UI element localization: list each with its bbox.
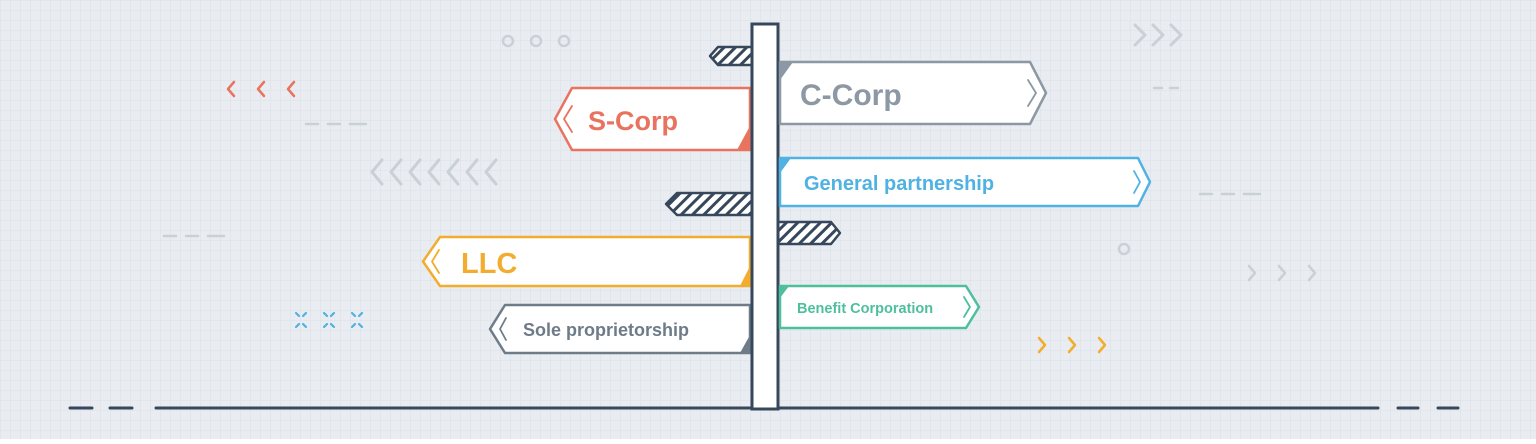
chevron-left-icon xyxy=(465,158,479,186)
circle-icon xyxy=(501,34,515,48)
chevron-left-icon xyxy=(226,80,236,98)
x-mark-icon xyxy=(322,311,336,329)
chevron-right-icon xyxy=(1133,23,1147,47)
hatched-arms xyxy=(664,45,842,246)
circle-icon xyxy=(557,34,571,48)
chevron-left-icon xyxy=(427,158,441,186)
circle-icon xyxy=(529,34,543,48)
chevron-left-icon-row xyxy=(370,158,498,186)
chevron-left-icon xyxy=(389,158,403,186)
chevron-left-icon-group xyxy=(226,80,296,98)
circle-icon-group xyxy=(501,34,571,48)
signpost-pole xyxy=(750,22,780,411)
chevron-right-icon xyxy=(1027,79,1037,107)
x-mark-icon xyxy=(294,311,308,329)
chevron-right-icon xyxy=(1151,23,1165,47)
chevron-left-icon xyxy=(408,158,422,186)
chevron-right-icon-group xyxy=(1133,23,1183,47)
sign-label: Benefit Corporation xyxy=(797,301,933,317)
sign-s-corp: S-Corp xyxy=(553,86,752,152)
circle-icon xyxy=(1117,242,1131,256)
dash-decorations xyxy=(162,86,1262,238)
chevron-right-icon xyxy=(1067,336,1077,354)
x-mark-icon-group xyxy=(294,311,364,329)
chevron-right-icon xyxy=(1169,23,1183,47)
chevron-right-icon-group xyxy=(1247,264,1317,282)
chevron-right-icon xyxy=(1247,264,1257,282)
sign-label: LLC xyxy=(461,248,517,280)
sign-general-partnership: General partnership xyxy=(778,156,1152,208)
hatched-arm xyxy=(708,45,754,67)
chevron-left-icon xyxy=(484,158,498,186)
chevron-right-icon-group xyxy=(1037,336,1107,354)
sign-label: Sole proprietorship xyxy=(523,320,689,340)
hatched-arm xyxy=(776,220,842,246)
sign-llc: LLC xyxy=(421,235,752,288)
chevron-right-icon xyxy=(1037,336,1047,354)
sign-label: C-Corp xyxy=(800,79,902,112)
chevron-right-icon xyxy=(1097,336,1107,354)
decorations xyxy=(162,23,1317,354)
hatched-arm xyxy=(664,191,754,217)
sign-c-corp: C-Corp xyxy=(778,60,1048,126)
sign-sole-proprietorship: Sole proprietorship xyxy=(488,303,752,355)
chevron-left-icon xyxy=(286,80,296,98)
chevron-left-icon xyxy=(431,249,440,274)
chevron-left-icon xyxy=(499,317,507,341)
chevron-right-icon xyxy=(1133,170,1141,194)
sign-benefit-corporation: Benefit Corporation xyxy=(778,284,981,330)
chevron-right-icon xyxy=(1307,264,1317,282)
sign-label: General partnership xyxy=(804,173,994,195)
chevron-right-icon xyxy=(963,296,971,318)
chevron-right-icon xyxy=(1277,264,1287,282)
chevron-left-icon xyxy=(563,105,573,133)
chevron-left-icon xyxy=(256,80,266,98)
sign-label: S-Corp xyxy=(588,106,678,136)
chevron-left-icon xyxy=(370,158,384,186)
x-mark-icon xyxy=(350,311,364,329)
chevron-left-icon xyxy=(446,158,460,186)
